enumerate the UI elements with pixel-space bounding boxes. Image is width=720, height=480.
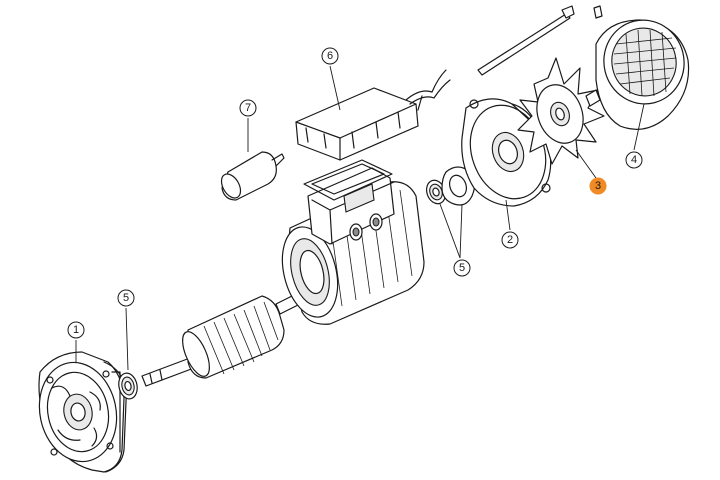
callout-3-label: 3	[595, 180, 601, 192]
rotor-shaft	[141, 291, 309, 387]
stator-housing	[281, 159, 425, 325]
front-end-shield	[38, 351, 127, 473]
callout-5-lower-label: 5	[123, 292, 129, 304]
front-bearing	[118, 372, 138, 400]
fan-cover	[593, 5, 690, 130]
rear-bearing	[425, 179, 447, 205]
terminal-box-cover	[295, 69, 451, 161]
callout-2: 2	[501, 231, 519, 249]
callout-5-upper: 5	[453, 259, 471, 277]
cooling-fan	[517, 57, 605, 165]
callout-1-label: 1	[73, 324, 79, 336]
callout-6: 6	[321, 47, 339, 65]
callout-3: 3	[589, 177, 607, 195]
callout-4-label: 4	[631, 154, 637, 166]
callout-7-label: 7	[245, 102, 251, 114]
callout-2-label: 2	[507, 234, 513, 246]
callout-7: 7	[239, 99, 257, 117]
capacitor	[220, 151, 285, 201]
callout-5-upper-label: 5	[459, 262, 465, 274]
callout-6-label: 6	[327, 50, 333, 62]
callout-1: 1	[67, 321, 85, 339]
tie-rod	[477, 5, 575, 76]
callout-4: 4	[625, 151, 643, 169]
leader-lines	[75, 65, 645, 371]
callout-5-lower: 5	[117, 289, 135, 307]
